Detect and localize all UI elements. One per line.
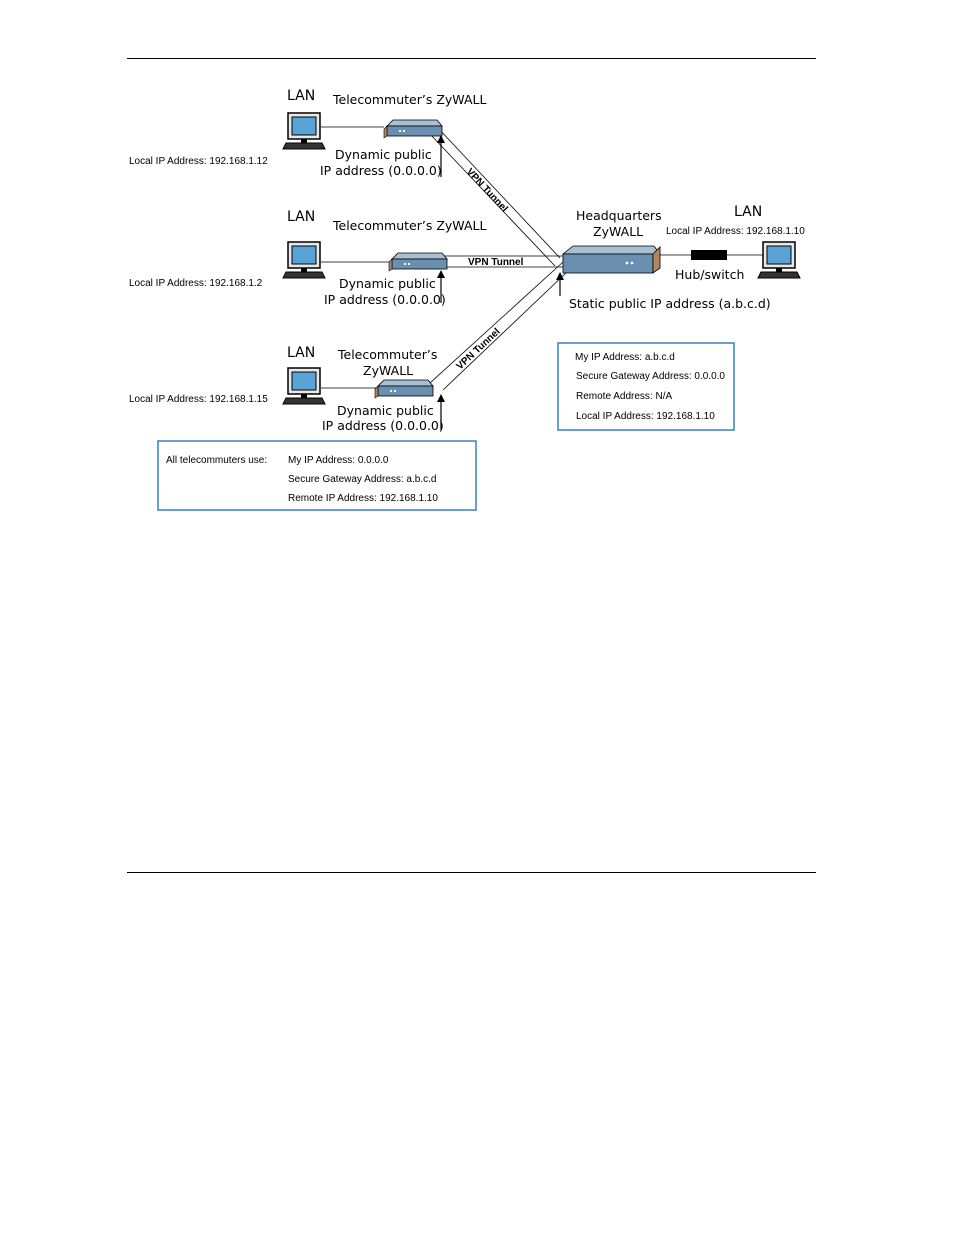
- telecommuter-setting-line: Secure Gateway Address: a.b.c.d: [288, 474, 436, 485]
- hq-local-ip: Local IP Address: 192.168.1.10: [666, 226, 805, 237]
- telecommuter-zywall-1: [383, 119, 443, 139]
- hq-settings-box: My IP Address: a.b.c.d Secure Gateway Ad…: [557, 342, 735, 431]
- hq-setting-line: Remote Address: N/A: [576, 391, 672, 402]
- telecommuter-settings-box: All telecommuters use: My IP Address: 0.…: [157, 440, 477, 511]
- dynamic-ip-2b: IP address (0.0.0.0): [324, 292, 446, 307]
- dynamic-ip-2a: Dynamic public: [339, 276, 436, 291]
- static-ip-label: Static public IP address (a.b.c.d): [569, 296, 771, 311]
- local-ip-2: Local IP Address: 192.168.1.2: [129, 278, 263, 289]
- telecommuter-zywall-label-3b: ZyWALL: [363, 363, 413, 378]
- telecommuter-setting-line: Remote IP Address: 192.168.1.10: [288, 493, 438, 504]
- telecommuter-zywall-label-2: Telecommuter’s ZyWALL: [332, 218, 487, 233]
- vpn-tunnel-top: [429, 127, 561, 267]
- hq-setting-line: Secure Gateway Address: 0.0.0.0: [576, 371, 725, 382]
- headquarters-zywall: [561, 245, 661, 274]
- local-ip-3: Local IP Address: 192.168.1.15: [129, 394, 268, 405]
- hq-label-line1: Headquarters: [576, 208, 662, 223]
- telecommuter-setting-line: My IP Address: 0.0.0.0: [288, 455, 389, 466]
- telecommuter-zywall-3: [374, 379, 434, 399]
- vpn-tunnel-label-bottom: VPN Tunnel: [455, 326, 503, 372]
- dynamic-ip-3b: IP address (0.0.0.0): [322, 418, 444, 433]
- lan-label-2: LAN: [287, 209, 315, 225]
- top-rule: [127, 58, 816, 59]
- lan-label-3: LAN: [287, 345, 315, 361]
- telecommuter-pc-3: [282, 367, 326, 405]
- telecommuter-box-heading: All telecommuters use:: [166, 455, 267, 466]
- vpn-tunnel-bottom: [429, 261, 567, 391]
- telecommuter-pc-2: [282, 241, 326, 279]
- telecommuter-pc-1: [282, 112, 326, 150]
- hub-switch-label: Hub/switch: [675, 267, 744, 282]
- telecommuter-zywall-label-1: Telecommuter’s ZyWALL: [332, 92, 487, 107]
- dynamic-ip-1b: IP address (0.0.0.0): [320, 163, 442, 178]
- hub-switch: [691, 250, 727, 260]
- lan-label-hq: LAN: [734, 204, 762, 220]
- hq-setting-line: Local IP Address: 192.168.1.10: [576, 411, 715, 422]
- bottom-rule: [127, 872, 816, 873]
- dynamic-ip-3a: Dynamic public: [337, 403, 434, 418]
- dynamic-ip-1a: Dynamic public: [335, 147, 432, 162]
- lan-label-1: LAN: [287, 88, 315, 104]
- vpn-tunnel-middle: [443, 255, 563, 268]
- hq-setting-line: My IP Address: a.b.c.d: [575, 352, 675, 363]
- telecommuter-zywall-2: [388, 252, 448, 272]
- vpn-tunnel-label-top: VPN Tunnel: [464, 167, 510, 215]
- hq-label-line2: ZyWALL: [593, 224, 643, 239]
- vpn-tunnel-label-middle: VPN Tunnel: [468, 257, 524, 268]
- telecommuter-zywall-label-3a: Telecommuter’s: [337, 347, 437, 362]
- local-ip-1: Local IP Address: 192.168.1.12: [129, 156, 268, 167]
- headquarters-pc: [757, 241, 801, 279]
